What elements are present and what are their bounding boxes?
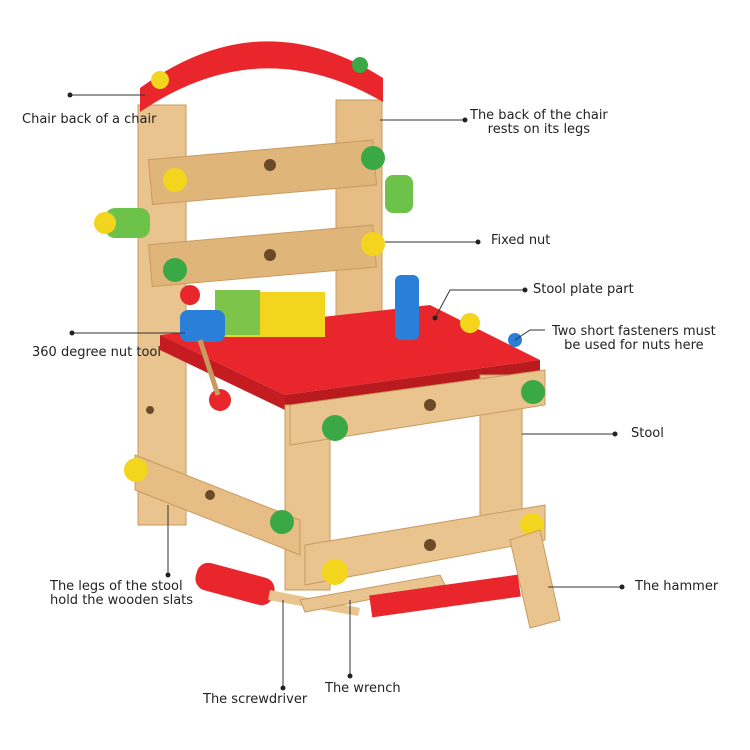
label-line: Two short fasteners must [552, 324, 716, 339]
label-nut-tool: 360 degree nut tool [32, 345, 161, 360]
leader-lines [70, 94, 622, 688]
label-hammer: The hammer [635, 579, 719, 594]
label-line: rests on its legs [487, 122, 591, 137]
seat-edge-left [160, 335, 285, 410]
label-line: The legs of the stool [50, 579, 183, 594]
label-stool-plate: Stool plate part [533, 282, 634, 297]
label-stool: Stool [631, 426, 664, 441]
label-fixed-nut: Fixed nut [491, 233, 551, 248]
label-line: hold the wooden slats [50, 593, 194, 608]
label-stool-legs: The legs of the stool hold the wooden sl… [50, 580, 193, 608]
label-screwdriver: The screwdriver [203, 692, 308, 707]
screwdriver [195, 562, 275, 606]
label-line: The back of the chair [470, 108, 608, 123]
label-chair-back: Chair back of a chair [22, 112, 157, 127]
slat-holes [146, 159, 436, 551]
blue-bolt [395, 275, 419, 340]
nut-tool [180, 310, 225, 342]
leader-dots [67, 92, 625, 691]
label-back-rests-on-legs: The back of the chair rests on its legs [470, 109, 608, 137]
label-short-fasteners: Two short fasteners must be used for nut… [552, 325, 716, 353]
hammer-head [509, 529, 561, 629]
front-slat-upper [289, 369, 546, 446]
hammer-handle [369, 574, 521, 618]
chair-back-arch [140, 41, 383, 112]
label-line: be used for nuts here [564, 338, 704, 353]
back-right-leg [335, 99, 383, 341]
label-wrench: The wrench [325, 681, 401, 696]
bolts [94, 57, 545, 585]
